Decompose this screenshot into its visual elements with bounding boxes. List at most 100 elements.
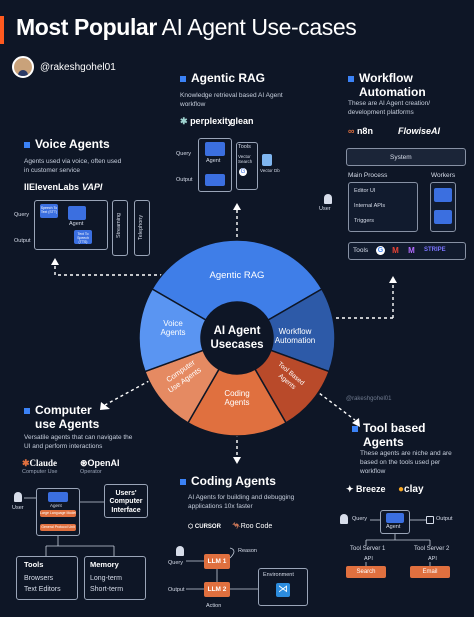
rag-tools-box	[236, 142, 258, 190]
voice-agent-label: Agent	[69, 221, 84, 227]
coding-output-label: Output	[168, 587, 185, 593]
rag-query-label: Query	[176, 151, 191, 157]
rag-output-node	[205, 174, 225, 186]
vscode-icon: ⋊	[276, 583, 290, 597]
cu-memory-label: Memory	[90, 560, 119, 569]
brand-glean: glean	[230, 116, 254, 126]
toolbased-flow-lines	[365, 519, 431, 566]
user-icon	[14, 492, 22, 502]
workflow-diagram: System Main Process Workers Editor UI In…	[318, 148, 470, 262]
wheel-segment-voice-agents	[138, 287, 207, 373]
tool-server-2-api: API	[428, 556, 437, 562]
process-item-editor: Editor UI	[354, 188, 376, 194]
toolbased-title: Tool based Agents	[352, 421, 433, 450]
voice-title: Voice Agents	[24, 137, 110, 152]
brand-n8n: ∞ n8n	[348, 126, 373, 136]
cu-tools-label: Tools	[24, 560, 44, 569]
brand-openai: ⊛OpenAI Operator	[80, 458, 120, 475]
environment-label: Environment	[263, 572, 294, 578]
arrowhead-computer	[100, 402, 110, 410]
streaming-box	[112, 200, 128, 256]
wheel-center-line2: Usecases	[210, 339, 263, 351]
tool-server-1-api: API	[364, 556, 373, 562]
stripe-icon: STRIPE	[424, 247, 446, 253]
title-accent-bar	[0, 16, 4, 44]
cu-memory-item2: Short-term	[90, 586, 124, 593]
author-handle: @rakeshgohel01	[40, 61, 116, 73]
segment-label-coding-line2: Agents	[225, 398, 250, 407]
brand-elevenlabs: IIElevenLabs	[24, 182, 80, 192]
telephony-box	[134, 200, 150, 256]
coding-flow: Query Output LLM 1 LLM 2 Reason Action E…	[166, 540, 316, 614]
arrowhead-rag	[233, 203, 241, 210]
computer-use-title: Computer use Agents	[24, 403, 115, 432]
rag-tools-label: Tools	[238, 144, 251, 150]
cu-tools-item1: Browsers	[24, 575, 54, 582]
cu-memory-item1: Long-term	[90, 575, 122, 582]
google-icon: G	[376, 246, 385, 255]
email-tool: Email	[410, 566, 450, 578]
page-title: Most Popular AI Agent Use-cases	[16, 14, 357, 40]
voice-query-label: Query	[14, 212, 29, 218]
output-icon	[426, 516, 434, 524]
rag-desc: Knowledge retrieval based AI Agent workf…	[180, 92, 283, 108]
tb-query-label: Query	[352, 516, 367, 522]
workflow-tools-label: Tools	[353, 247, 369, 254]
watermark: @rakeshgohel01	[346, 396, 392, 402]
arrowhead-toolbased	[352, 418, 360, 427]
brand-perplexity: ✱ perplexity	[180, 116, 233, 126]
brand-claude: ✱Claude Computer Use	[22, 458, 58, 475]
cu-memory-box	[84, 556, 146, 600]
segment-label-coding-line1: Coding	[224, 389, 249, 398]
streaming-label: Streaming	[116, 212, 122, 238]
voice-agent-box	[34, 200, 108, 250]
arrowhead-workflow	[389, 276, 397, 283]
brand-roo-code: 🦘Roo Code	[232, 523, 273, 530]
cu-agent-label: Agent	[50, 503, 62, 508]
tool-server-2-label: Tool Server 2	[414, 546, 450, 552]
tb-agent-icon	[386, 513, 404, 523]
system-label: System	[390, 154, 412, 161]
rag-vector-search: Vector Search	[238, 154, 253, 164]
cu-tools-item2: Text Editors	[24, 586, 61, 593]
rag-vector-db: Vector Db	[260, 168, 280, 173]
segment-label-voice-line2: Agents	[161, 328, 186, 337]
brand-cursor: ⬡ CURSOR	[188, 524, 221, 530]
cu-flow-lines	[24, 497, 115, 556]
coding-title: Coding Agents	[180, 474, 276, 489]
voice-flow: Query Output Speech To Text (STT) Agent …	[12, 198, 162, 258]
workers-label: Workers	[431, 172, 456, 179]
segment-label-workflow-line1: Workflow	[279, 327, 312, 336]
tts-node: Text To Speech (TTS)	[74, 230, 92, 244]
llm1-node: LLM 1	[204, 554, 230, 569]
cu-agent-icon	[48, 492, 68, 502]
wheel-center	[201, 302, 273, 374]
process-item-triggers: Triggers	[354, 218, 374, 224]
brand-vapi: VAPI	[82, 182, 103, 192]
segment-label-voice-line1: Voice	[163, 319, 183, 328]
vector-db-icon	[262, 154, 272, 166]
tb-agent-label: Agent	[386, 524, 401, 530]
gmail-icon: M	[392, 246, 399, 255]
make-icon: M	[408, 246, 415, 255]
main-process-box	[348, 182, 418, 232]
arrowhead-coding	[233, 457, 241, 464]
workflow-user-label: User	[319, 206, 331, 212]
segment-label-agentic-rag: Agentic RAG	[210, 270, 265, 281]
cu-agent-box	[36, 488, 80, 536]
wheel-center-line1: AI Agent	[214, 325, 261, 337]
main-process-label: Main Process	[348, 172, 388, 179]
author-row: @rakeshgohel01	[12, 56, 116, 78]
arrow-to-computer	[104, 374, 161, 406]
cu-user-label: User	[12, 505, 24, 511]
coding-reason-label: Reason	[238, 548, 257, 554]
computer-use-desc: Versatile agents that can navigate the U…	[24, 434, 133, 450]
llm2-node: LLM 2	[204, 582, 230, 597]
rag-title: Agentic RAG	[180, 71, 265, 86]
brand-breeze: ✦ Breeze	[346, 484, 386, 494]
voice-output-label: Output	[14, 238, 31, 244]
brand-flowise: FlowiseAI	[398, 126, 441, 136]
tb-agent-box	[380, 510, 410, 534]
users-computer-interface: Users' Computer Interface	[104, 484, 148, 518]
google-icon: G	[239, 168, 247, 176]
